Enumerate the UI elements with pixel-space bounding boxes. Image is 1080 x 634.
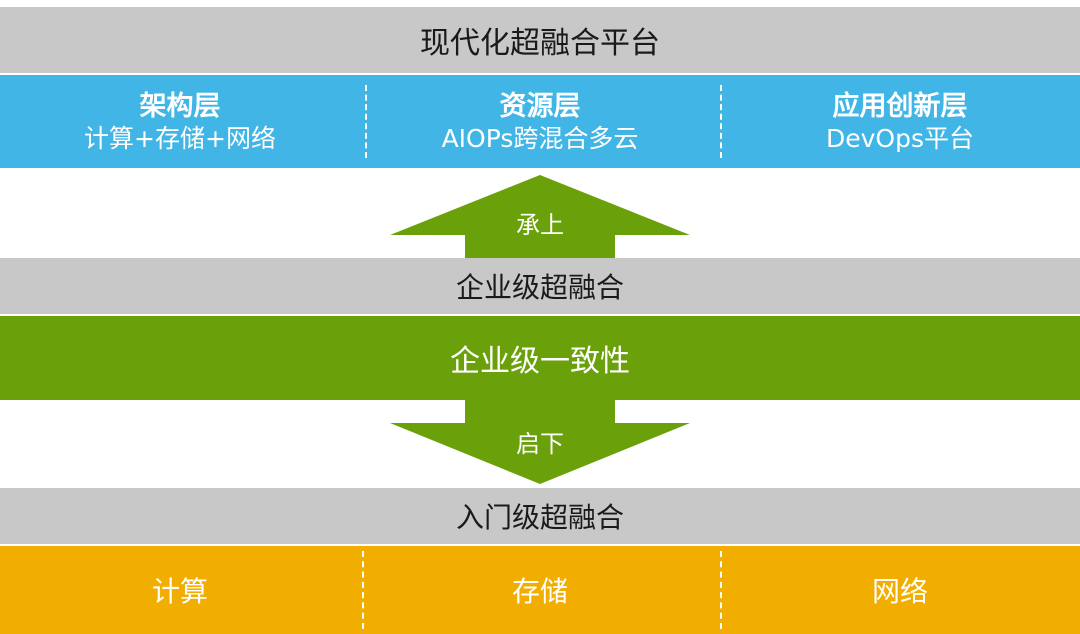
arrow-up-label: 承上 [516,211,564,239]
layer-column-architecture: 架构层 计算+存储+网络 [0,75,360,168]
layer-title: 资源层 [499,90,581,122]
column-divider [362,551,364,629]
arrow-down-label: 启下 [516,430,564,458]
bottom-title-band: 入门级超融合 [0,488,1080,544]
layer-title: 应用创新层 [832,90,968,122]
column-divider [720,551,722,629]
arrow-up-icon [390,175,690,259]
column-divider [720,85,722,158]
layer-column-application: 应用创新层 DevOps平台 [720,75,1080,168]
top-title-band: 现代化超融合平台 [0,7,1080,73]
mid-title-band: 企业级超融合 [0,258,1080,314]
green-band: 企业级一致性 [0,316,1080,400]
green-band-text: 企业级一致性 [450,344,630,379]
bottom-title: 入门级超融合 [455,501,624,534]
layer-subtitle: AIOPs跨混合多云 [441,123,639,153]
arrow-down-icon [390,400,690,484]
layer-subtitle: 计算+存储+网络 [84,123,276,153]
orange-item-storage: 存储 [360,546,720,634]
mid-title: 企业级超融合 [455,271,624,304]
orange-item-label: 网络 [871,575,928,608]
layer-column-resource: 资源层 AIOPs跨混合多云 [360,75,720,168]
blue-layer-band: 架构层 计算+存储+网络 资源层 AIOPs跨混合多云 应用创新层 DevOps… [0,75,1080,168]
column-divider [365,85,367,158]
orange-band: 计算 存储 网络 [0,546,1080,634]
orange-item-network: 网络 [720,546,1080,634]
orange-item-compute: 计算 [0,546,360,634]
layer-subtitle: DevOps平台 [826,123,974,153]
orange-item-label: 存储 [511,575,568,608]
layer-title: 架构层 [139,90,221,122]
orange-item-label: 计算 [151,575,208,608]
top-title: 现代化超融合平台 [420,26,660,61]
